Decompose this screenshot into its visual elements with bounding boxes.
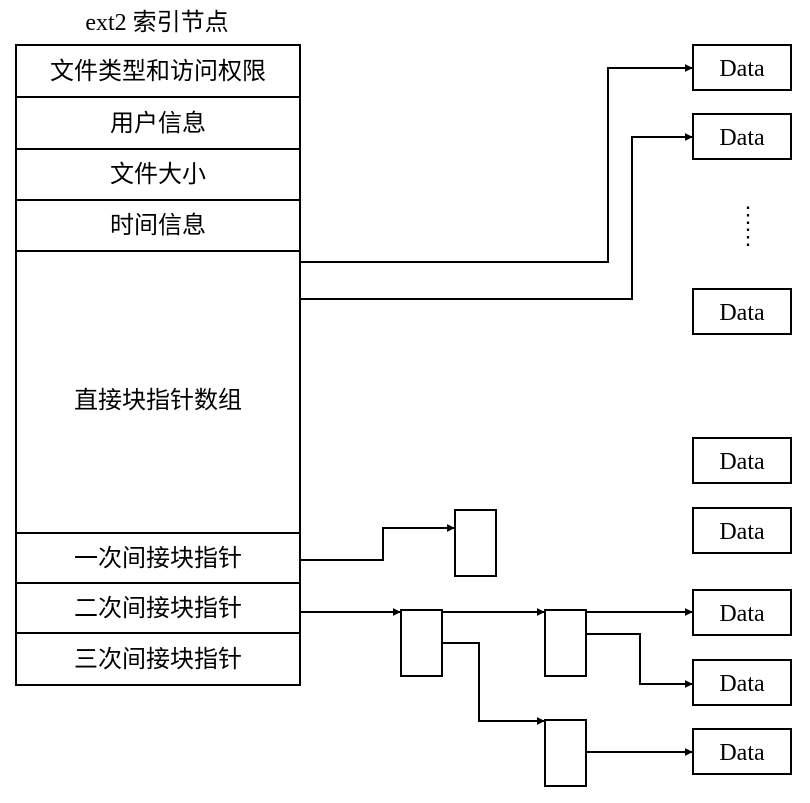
single-indirect-arrow xyxy=(300,524,455,561)
data-block-label: Data xyxy=(719,671,765,697)
data-block: Data xyxy=(692,288,792,335)
data-block: Data xyxy=(692,437,792,484)
field-time-info: 时间信息 xyxy=(110,211,206,239)
data-block-label: Data xyxy=(719,56,765,82)
data-block-label: Data xyxy=(719,449,765,475)
ellipsis-vertical: ⋮ xyxy=(737,224,759,249)
indirect-block xyxy=(544,719,587,787)
direct-pointer-arrow xyxy=(300,64,693,263)
direct-pointer-arrow xyxy=(300,133,693,300)
data-block: Data xyxy=(692,44,792,91)
field-user-info: 用户信息 xyxy=(110,109,206,137)
indirect-block xyxy=(544,609,587,677)
inode-box xyxy=(15,44,301,686)
data-block-label: Data xyxy=(719,740,765,766)
indirect-link-arrow xyxy=(442,642,545,725)
data-block: Data xyxy=(692,113,792,160)
data-block-label: Data xyxy=(719,125,765,151)
data-pointer-arrow xyxy=(586,633,693,688)
indirect-block xyxy=(454,509,497,577)
field-file-type-permissions: 文件类型和访问权限 xyxy=(50,57,266,85)
data-block: Data xyxy=(692,589,792,636)
field-direct-block-pointers: 直接块指针数组 xyxy=(74,386,242,414)
field-double-indirect-pointer: 二次间接块指针 xyxy=(74,594,242,622)
ellipsis-vertical: ⋮ xyxy=(737,202,759,227)
data-block: Data xyxy=(692,659,792,706)
data-block-label: Data xyxy=(719,300,765,326)
data-block-label: Data xyxy=(719,601,765,627)
indirect-block xyxy=(400,609,443,677)
field-triple-indirect-pointer: 三次间接块指针 xyxy=(74,645,242,673)
field-file-size: 文件大小 xyxy=(110,160,206,188)
diagram-title: ext2 索引节点 xyxy=(85,9,228,36)
data-block: Data xyxy=(692,507,792,554)
field-single-indirect-pointer: 一次间接块指针 xyxy=(74,544,242,572)
data-block: Data xyxy=(692,728,792,775)
data-block-label: Data xyxy=(719,519,765,545)
